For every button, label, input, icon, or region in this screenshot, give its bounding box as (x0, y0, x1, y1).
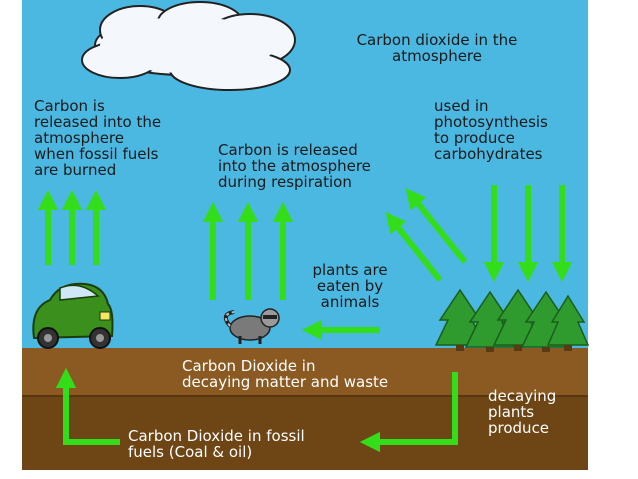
fossil-to-car-arrow (55, 367, 120, 445)
atmosphere-label: Carbon dioxide in the atmosphere (356, 31, 518, 65)
car-icon (32, 282, 114, 349)
soil-bottom-layer (22, 396, 588, 470)
plant-release-arrow-2 (405, 188, 468, 264)
decay-to-fossil-arrow (359, 372, 458, 453)
plants-eaten-label: plants are eaten by animals (312, 261, 388, 311)
fossil-release-arrows (37, 189, 107, 265)
soil-top-layer (22, 348, 588, 396)
raccoon-icon (223, 308, 280, 344)
plant-release-arrow-1 (385, 212, 443, 282)
plant-release-arrows (385, 188, 468, 282)
photosynthesis-arrows (483, 185, 573, 283)
respiration-label: Carbon is released into the atmosphere d… (218, 141, 371, 191)
decaying-plants-label: decaying plants produce (488, 387, 557, 437)
pine-trees-icon (434, 288, 590, 348)
fossil-fuels-label: Carbon Dioxide in fossil fuels (Coal & o… (128, 427, 305, 461)
respiration-arrows (202, 201, 294, 300)
photosynthesis-label: used in photosynthesis to produce carboh… (434, 97, 548, 163)
cloud-fill-overlay (100, 17, 276, 73)
fossil-release-label: Carbon is released into the atmosphere w… (34, 97, 162, 179)
tree-trunks (456, 345, 572, 352)
decaying-matter-label: Carbon Dioxide in decaying matter and wa… (182, 357, 389, 391)
